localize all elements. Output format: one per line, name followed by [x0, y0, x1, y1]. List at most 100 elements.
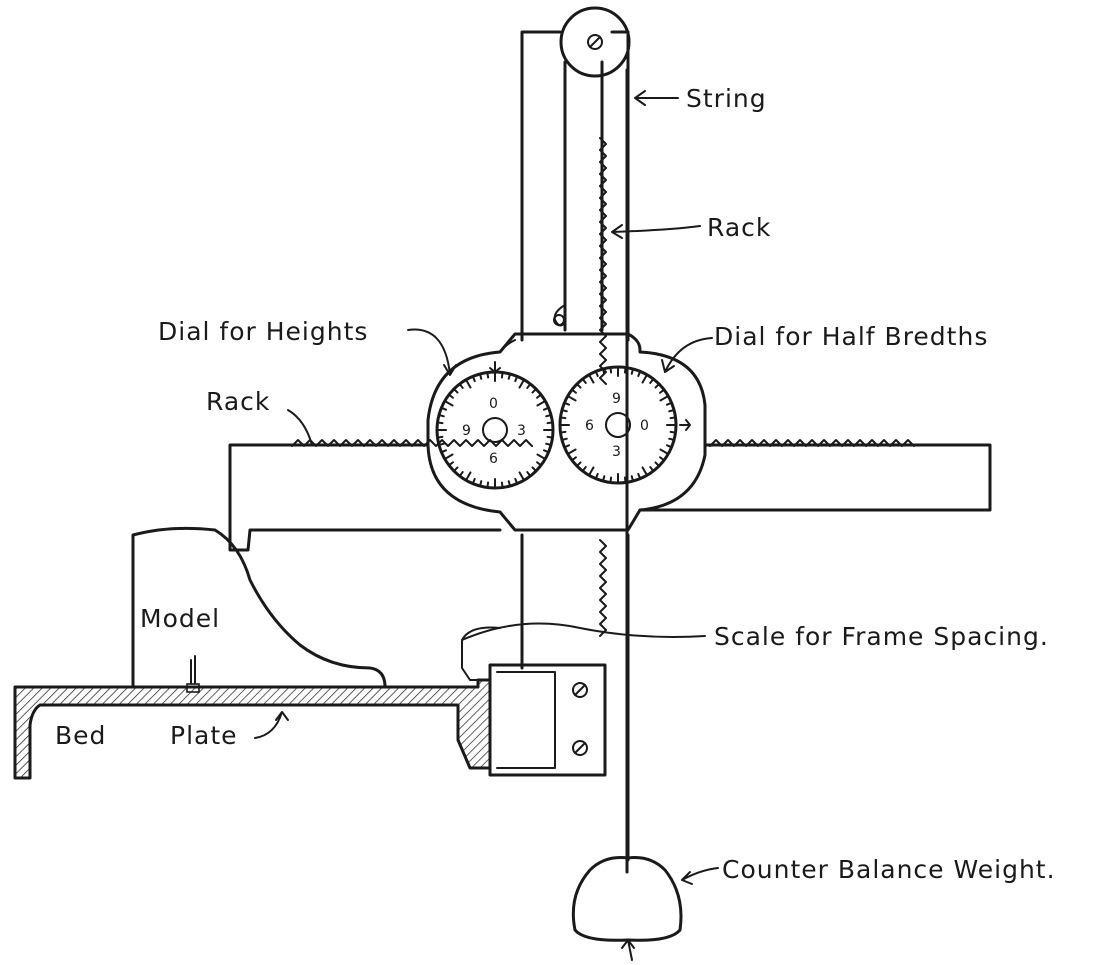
dial-tick [471, 477, 476, 485]
dial-tick [436, 435, 444, 439]
dial-tick [478, 372, 483, 380]
dial-tick [641, 466, 648, 477]
dial-tick [542, 449, 550, 454]
label-rack-vertical: Rack [707, 213, 771, 242]
dial-tick [507, 480, 512, 488]
dial-tick [536, 461, 543, 467]
dial-tick [630, 475, 635, 483]
label-scale-frame-spacing: Scale for Frame Spacing. [714, 622, 1049, 651]
bed-plate-arrow [254, 711, 289, 739]
dial-half-breadths-number-left: 6 [585, 418, 594, 434]
dial-tick [514, 477, 519, 485]
dial-tick [447, 393, 454, 399]
dial-tick [486, 481, 490, 489]
dial-tick [560, 437, 568, 442]
carriage-top-edge [499, 339, 516, 353]
dial-tick [471, 375, 476, 383]
carriage-housing [426, 332, 707, 532]
dial-tick [566, 448, 577, 455]
dial-tick [649, 377, 655, 384]
dial-tick [665, 444, 673, 449]
dial-tick [630, 367, 635, 375]
label-dial-heights: Dial for Heights [158, 317, 368, 346]
dial-tick [668, 437, 676, 442]
dial-tick [437, 413, 445, 418]
dial-tick [478, 480, 483, 488]
dial-tick [665, 401, 673, 406]
dial-tick [518, 378, 525, 389]
dial-tick [563, 444, 571, 449]
label-model: Model [140, 604, 220, 633]
dial-tick [465, 378, 472, 389]
horizontal-rack-left [291, 439, 533, 447]
dial-tick [623, 366, 627, 374]
dial-tick [437, 442, 445, 447]
dial-tick [659, 456, 666, 462]
pulley [559, 6, 631, 78]
dial-tick [637, 472, 642, 480]
horizontal-rack-right [709, 439, 915, 447]
dial-heights-number-top: 0 [489, 396, 498, 412]
dial-tick [536, 400, 547, 407]
label-dial-half-breadths: Dial for Half Bredths [714, 322, 988, 351]
label-plate: Plate [170, 721, 238, 750]
dial-tick [623, 476, 627, 484]
label-rack-horizontal: Rack [206, 387, 270, 416]
dial-half-breadths-number-bottom: 3 [612, 444, 621, 460]
dial-tick [443, 400, 454, 407]
dial-tick [588, 373, 595, 384]
dial-tick [594, 370, 599, 378]
string-arrow [634, 90, 679, 106]
label-bed: Bed [55, 721, 106, 750]
dial-tick [507, 372, 512, 380]
dial-tick [601, 367, 606, 375]
dial-tick [546, 435, 554, 439]
string-hook [553, 279, 566, 327]
dial-tick [560, 408, 568, 413]
dial-tick [443, 453, 454, 460]
dial-heights-number-right: 3 [517, 423, 526, 439]
dial-tick [559, 416, 567, 420]
dial-tick [536, 453, 547, 460]
dial-tick [518, 471, 525, 482]
dial-tick [637, 370, 642, 378]
dial-tick [545, 442, 553, 447]
dial-tick [440, 449, 448, 454]
dial-half-breadths-arrow [661, 337, 713, 373]
dial-tick [458, 471, 464, 478]
dial-heights-arrow [407, 328, 457, 376]
dial-tick [546, 421, 554, 425]
dial-tick [440, 406, 448, 411]
dial-tick [669, 416, 677, 420]
dial-tick [654, 461, 661, 468]
dial-tick [601, 475, 606, 483]
dial-half-breadths: 9 0 3 6 [558, 365, 691, 485]
vertical-rack-lower [599, 539, 607, 637]
dial-half-breadths-number-top: 9 [612, 391, 621, 407]
dial-tick [659, 395, 670, 402]
dial-tick [436, 421, 444, 425]
dial-tick [609, 476, 613, 484]
dial-tick [668, 408, 676, 413]
dial-heights: 0 3 6 9 [435, 361, 555, 490]
dial-tick [500, 371, 504, 379]
label-string: String [686, 84, 767, 113]
dial-tick [649, 466, 655, 473]
dial-tick [514, 375, 519, 383]
weight-arrow [681, 867, 719, 885]
model-block [131, 526, 387, 689]
dial-tick [654, 382, 661, 389]
frame-spacing-scale [461, 626, 607, 777]
dial-tick [526, 471, 532, 478]
dial-tick [575, 461, 582, 468]
dial-heights-number-bottom: 6 [489, 451, 498, 467]
dial-tick [458, 382, 464, 389]
dial-tick [452, 466, 459, 473]
dial-tick [575, 382, 582, 389]
scale-arrow [461, 622, 706, 641]
dial-tick [659, 448, 670, 455]
rack-horizontal-arrow [287, 409, 313, 446]
dial-tick [570, 388, 577, 394]
vertical-rack-upper [599, 137, 607, 385]
